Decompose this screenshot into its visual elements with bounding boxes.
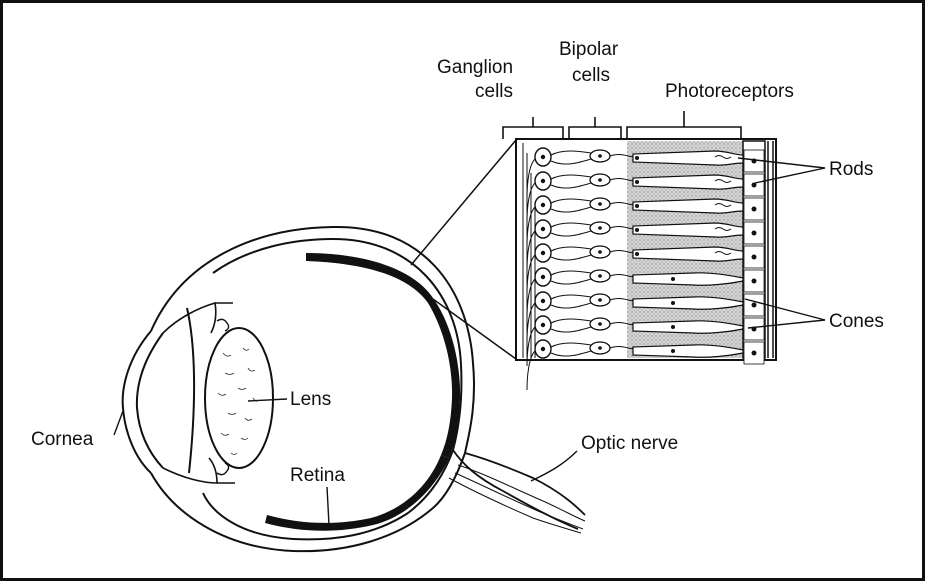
cone-nucleus [671, 301, 675, 305]
retina-label: Retina [290, 465, 345, 486]
pigment-nucleus [752, 303, 757, 308]
bipolar-label-line1: Bipolar [559, 39, 619, 60]
cones-label: Cones [829, 311, 884, 332]
zoom-leaders [411, 140, 516, 359]
bipolar-nucleus [598, 322, 602, 326]
cone-nucleus [671, 349, 675, 353]
pigment-nucleus [752, 279, 757, 284]
ganglion-label-line2: cells [475, 81, 513, 102]
ganglion-nucleus [541, 251, 545, 255]
ganglion-nucleus [541, 203, 545, 207]
bipolar-nucleus [598, 274, 602, 278]
optic-nerve-label: Optic nerve [581, 433, 678, 454]
bipolar-nucleus [598, 154, 602, 158]
bipolar-nucleus [598, 250, 602, 254]
bipolar-nucleus [598, 226, 602, 230]
pigment-nucleus [752, 255, 757, 260]
bipolar-nucleus [598, 178, 602, 182]
pigment-nucleus [752, 231, 757, 236]
cornea [123, 308, 194, 473]
cone-cell [633, 345, 743, 357]
cone-nucleus [671, 325, 675, 329]
photoreceptors-label: Photoreceptors [665, 81, 794, 102]
rods-label: Rods [829, 159, 873, 180]
ganglion-nucleus [541, 275, 545, 279]
bipolar-nucleus [598, 202, 602, 206]
ganglion-nucleus [541, 347, 545, 351]
cone-nucleus [671, 277, 675, 281]
bipolar-label-line2: cells [572, 65, 610, 86]
rod-nucleus [635, 228, 639, 232]
pigment-nucleus [752, 351, 757, 356]
cone-cell [633, 297, 743, 309]
ganglion-nucleus [541, 179, 545, 183]
rod-nucleus [635, 156, 639, 160]
rod-nucleus [635, 252, 639, 256]
rod-nucleus [635, 180, 639, 184]
ganglion-label-line1: Ganglion [437, 57, 513, 78]
ganglion-nucleus [541, 323, 545, 327]
pigment-nucleus [752, 207, 757, 212]
rod-nucleus [635, 204, 639, 208]
cone-cell [633, 321, 743, 333]
layer-brackets [503, 111, 741, 139]
ganglion-nucleus [541, 227, 545, 231]
ganglion-nucleus [541, 155, 545, 159]
eye-retina-diagram: Ganglion cells Bipolar cells Photorecept… [3, 3, 925, 584]
bipolar-nucleus [598, 346, 602, 350]
ganglion-nucleus [541, 299, 545, 303]
bipolar-nucleus [598, 298, 602, 302]
lens-label: Lens [290, 389, 331, 410]
cornea-label: Cornea [31, 429, 94, 450]
cone-cell [633, 273, 743, 285]
lens [205, 319, 273, 474]
